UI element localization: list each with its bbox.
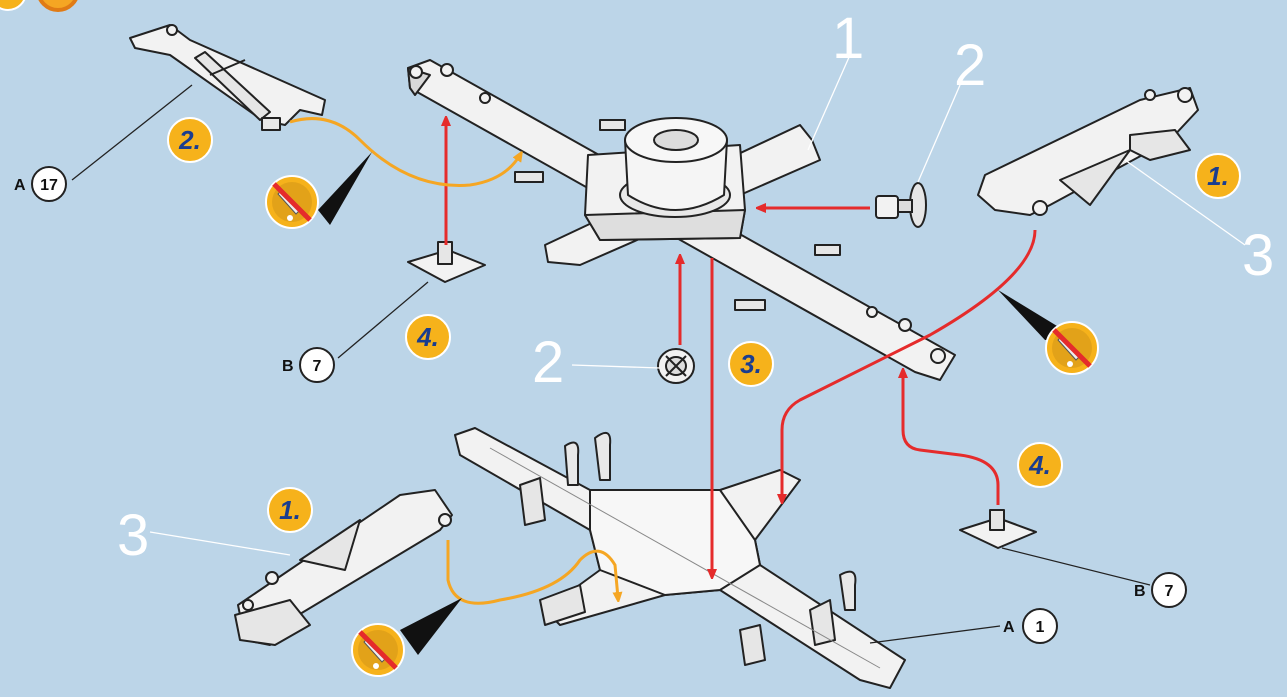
part-ref-b7-right: B 7	[1134, 573, 1186, 607]
piston-arm-right	[978, 88, 1198, 215]
svg-text:A: A	[14, 177, 26, 194]
step-badge-4-right: 4.	[1018, 443, 1062, 487]
no-glue-icon	[266, 152, 372, 228]
foot-part-left	[408, 242, 485, 282]
part-ref-a17: A 17	[14, 167, 66, 201]
no-glue-icon	[352, 598, 462, 676]
svg-text:3.: 3.	[740, 349, 762, 379]
step-badge-1-right: 1.	[1196, 154, 1240, 198]
base-frame	[455, 428, 905, 688]
step-badge-2: 2.	[168, 118, 212, 162]
svg-text:4.: 4.	[416, 322, 439, 352]
svg-text:7: 7	[1165, 583, 1174, 600]
no-glue-icon	[998, 290, 1098, 374]
connector-part	[876, 183, 926, 227]
part-number-3-left: 3	[117, 503, 149, 568]
part-number-2-mid: 2	[532, 330, 564, 395]
svg-text:B: B	[1134, 583, 1146, 600]
svg-text:B: B	[282, 358, 294, 375]
part-number-1: 1	[832, 6, 864, 71]
part-number-2-top: 2	[954, 33, 986, 98]
svg-text:1.: 1.	[1207, 161, 1229, 191]
part-number-3-right: 3	[1242, 223, 1274, 288]
step-badge-3: 3.	[729, 342, 773, 386]
step-badge-1-left: 1.	[268, 488, 312, 532]
svg-text:7: 7	[313, 358, 322, 375]
svg-text:17: 17	[40, 177, 58, 194]
svg-text:2.: 2.	[178, 125, 201, 155]
wheel-part	[658, 349, 694, 383]
svg-text:1: 1	[1036, 619, 1045, 636]
svg-text:A: A	[1003, 619, 1015, 636]
part-ref-a1: A 1	[1003, 609, 1057, 643]
step-badge-4-left: 4.	[406, 315, 450, 359]
swing-arm-part	[130, 25, 325, 130]
svg-text:1.: 1.	[279, 495, 301, 525]
part-ref-b7-left: B 7	[282, 348, 334, 382]
foot-part-right	[960, 510, 1036, 548]
corner-badges	[0, 0, 78, 10]
svg-text:4.: 4.	[1028, 450, 1051, 480]
